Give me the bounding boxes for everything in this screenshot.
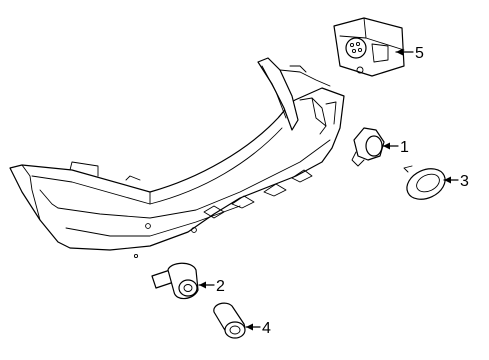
sensor-bezel-part-4[interactable] xyxy=(213,302,246,339)
callout-2: 2 xyxy=(198,278,225,295)
sensor-part-2[interactable] xyxy=(151,262,199,300)
sensor-retainer-part-3[interactable] xyxy=(402,163,450,205)
callout-4: 4 xyxy=(245,320,271,337)
callout-5-label: 5 xyxy=(415,45,424,62)
callout-5: 5 xyxy=(395,45,424,62)
callout-3: 3 xyxy=(443,173,469,190)
callout-1-label: 1 xyxy=(400,139,409,156)
connector-module-part-5[interactable] xyxy=(333,17,405,77)
callout-2-label: 2 xyxy=(216,278,225,295)
callout-1: 1 xyxy=(382,139,409,156)
parking-sensor-part-1[interactable] xyxy=(351,127,385,167)
bumper-cover[interactable] xyxy=(9,57,345,259)
callout-4-label: 4 xyxy=(262,320,271,337)
callout-3-label: 3 xyxy=(460,173,469,190)
